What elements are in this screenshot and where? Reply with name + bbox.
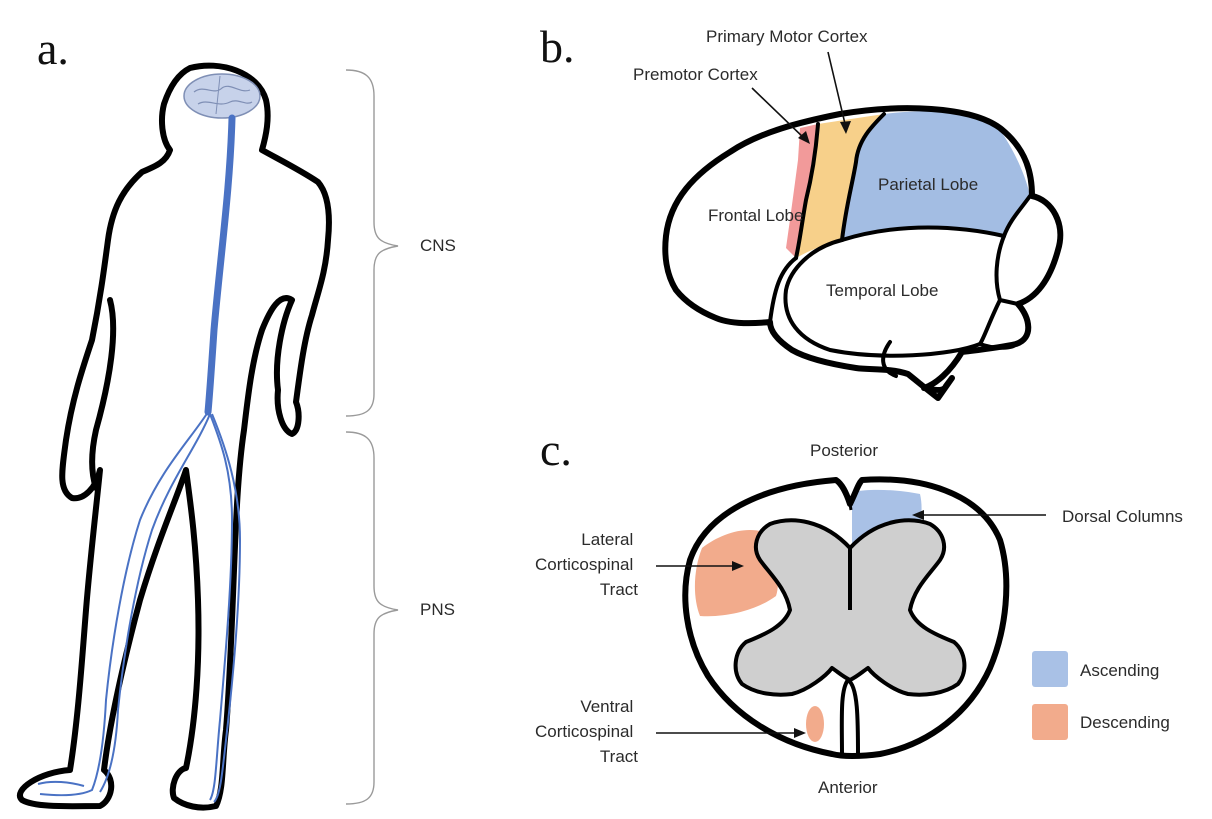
lateral-tract-line-2: Corticospinal xyxy=(535,555,633,574)
legend: Ascending Descending xyxy=(1032,651,1170,740)
panel-a-letter: a. xyxy=(37,23,69,74)
dorsal-columns-label: Dorsal Columns xyxy=(1062,507,1183,526)
ventral-tract-line-3: Tract xyxy=(600,747,638,766)
lateral-tract-line-3: Tract xyxy=(600,580,638,599)
lateral-tract-line-1: Lateral xyxy=(581,530,633,549)
cns-brace xyxy=(346,70,398,416)
panel-b-letter: b. xyxy=(540,21,575,72)
legend-label-ascending: Ascending xyxy=(1080,661,1159,680)
panel-a: a. CNS PNS xyxy=(20,23,456,808)
body-silhouette xyxy=(20,66,329,808)
brain-icon xyxy=(184,74,260,118)
ventral-tract-line-1: Ventral xyxy=(580,697,633,716)
parietal-lobe-label: Parietal Lobe xyxy=(878,175,978,194)
ventral-corticospinal-region xyxy=(806,706,824,742)
pns-brace xyxy=(346,432,398,804)
anterior-fissure xyxy=(842,680,858,756)
temporal-lobe-label: Temporal Lobe xyxy=(826,281,938,300)
primary-motor-cortex-label: Primary Motor Cortex xyxy=(706,27,868,46)
legend-swatch-descending xyxy=(1032,704,1068,740)
ventral-tract-label: Ventral Corticospinal Tract xyxy=(535,697,638,766)
posterior-sulcus xyxy=(850,504,851,510)
lateral-tract-label: Lateral Corticospinal Tract xyxy=(535,530,638,599)
ventral-tract-line-2: Corticospinal xyxy=(535,722,633,741)
gray-matter xyxy=(736,520,965,694)
panel-c: c. Posterior Anterior Dorsal Columns Lat… xyxy=(535,424,1183,797)
panel-c-letter: c. xyxy=(540,424,572,475)
pns-label: PNS xyxy=(420,600,455,619)
cns-label: CNS xyxy=(420,236,456,255)
posterior-label: Posterior xyxy=(810,441,878,460)
legend-label-descending: Descending xyxy=(1080,713,1170,732)
frontal-lobe-label: Frontal Lobe xyxy=(708,206,803,225)
spinal-cord xyxy=(208,118,232,412)
premotor-cortex-label: Premotor Cortex xyxy=(633,65,758,84)
panel-b: b. Primary Motor Cortex Premotor Cortex … xyxy=(540,21,1060,398)
legend-swatch-ascending xyxy=(1032,651,1068,687)
anterior-label: Anterior xyxy=(818,778,878,797)
